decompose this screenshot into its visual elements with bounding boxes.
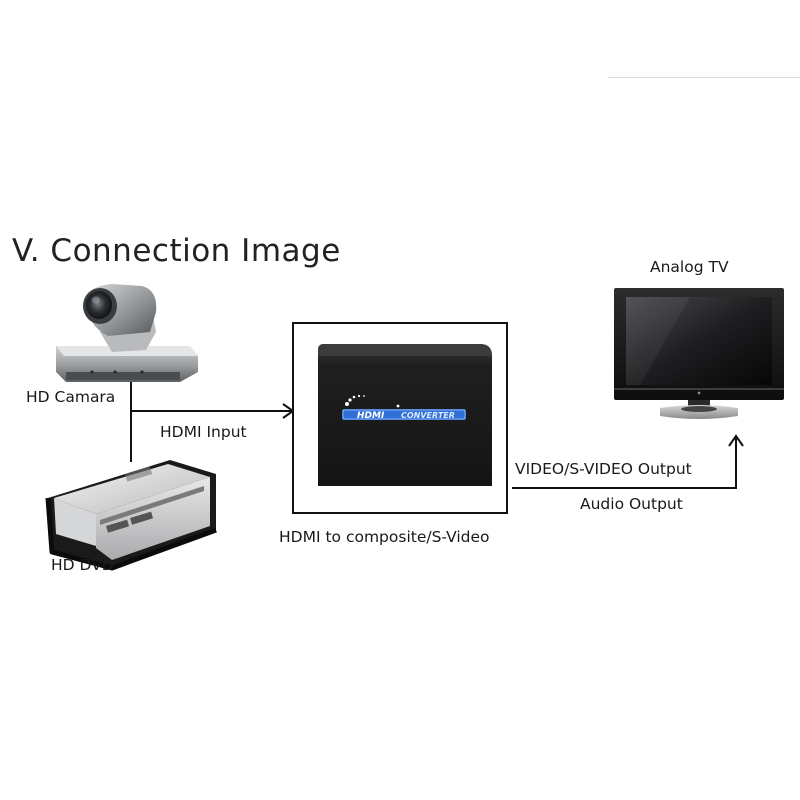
converter-label: HDMI to composite/S-Video xyxy=(279,528,490,546)
converter-logo-word: CONVERTER xyxy=(401,411,455,420)
analog-tv-image xyxy=(614,288,784,419)
hdmi-input-label: HDMI Input xyxy=(160,423,247,441)
converter-logo-brand: HDMI xyxy=(357,411,385,421)
analog-tv-label: Analog TV xyxy=(650,258,729,276)
converter-image: HDMI CONVERTER xyxy=(293,323,507,513)
video-output-label: VIDEO/S-VIDEO Output xyxy=(515,460,692,478)
audio-output-label: Audio Output xyxy=(580,495,683,513)
hd-dvd-image xyxy=(48,460,216,568)
hd-camera-image xyxy=(56,284,198,382)
hd-dvd-label: HD DVD xyxy=(51,556,114,574)
hd-camera-label: HD Camara xyxy=(26,388,115,406)
